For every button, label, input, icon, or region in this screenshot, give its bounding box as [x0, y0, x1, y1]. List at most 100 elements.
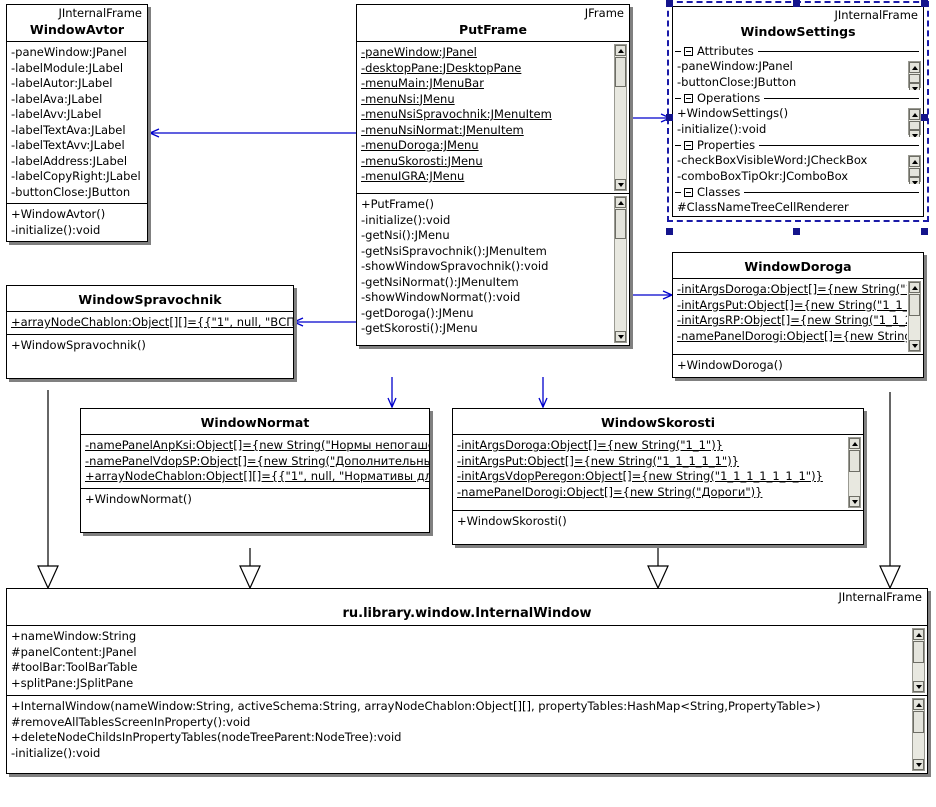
selection-handle-n[interactable]: [793, 0, 800, 7]
attributes-compartment: +arrayNodeChablon:Object[][]={{"1", null…: [7, 311, 293, 334]
collapse-minus-icon[interactable]: [684, 93, 693, 103]
group-scrollbar[interactable]: [908, 108, 921, 137]
scroll-down-icon[interactable]: [909, 130, 920, 137]
member-row: -labelTextAva:JLabel: [11, 122, 126, 137]
attributes-compartment: -initArgsDoroga:Object[]={new String("1_…: [453, 434, 863, 510]
selection-handle-se[interactable]: [921, 228, 928, 235]
member-row: #ClassNameTreeCellRenderer: [677, 200, 849, 214]
member-row: -paneWindow:JPanel: [677, 59, 793, 73]
class-name: WindowSpravochnik: [78, 292, 222, 307]
scrollbar-thumb[interactable]: [909, 168, 920, 177]
scrollbar-thumb[interactable]: [913, 711, 924, 733]
scrollbar-thumb[interactable]: [909, 121, 920, 130]
selection-handle-w[interactable]: [666, 114, 673, 121]
member-row: -initialize():void: [677, 121, 767, 136]
attribute-row: -menuSkorosti:JMenu: [361, 153, 483, 168]
member-row: -labelModule:JLabel: [11, 60, 124, 75]
attributes-scrollbar[interactable]: [912, 628, 925, 693]
group-rule: [757, 50, 919, 52]
operations-compartment: +WindowDoroga(): [673, 354, 923, 377]
scroll-down-icon[interactable]: [849, 496, 860, 507]
member-row: -buttonClose:JButton: [11, 184, 131, 199]
member-row: -showWindowNormat():void: [361, 290, 521, 304]
class-window-skorosti[interactable]: WindowSkorosti -initArgsDoroga:Object[]=…: [452, 408, 864, 545]
collapse-minus-icon[interactable]: [684, 46, 693, 56]
scroll-up-icon[interactable]: [913, 699, 924, 710]
scroll-up-icon[interactable]: [615, 45, 626, 56]
member-row: -labelAutor:JLabel: [11, 76, 113, 90]
class-window-avtor[interactable]: JInternalFrame WindowAvtor -paneWindow:J…: [6, 4, 148, 242]
scroll-up-icon[interactable]: [615, 197, 626, 208]
member-row: -labelAddress:JLabel: [11, 153, 128, 168]
class-window-spravochnik[interactable]: WindowSpravochnik +arrayNodeChablon:Obje…: [6, 285, 294, 379]
selection-handle-sw[interactable]: [666, 228, 673, 235]
scroll-up-icon[interactable]: [909, 156, 920, 167]
group-header-properties[interactable]: Properties: [673, 137, 923, 153]
member-row: #toolBar:ToolBarTable: [11, 660, 138, 674]
group-scrollbar[interactable]: [908, 155, 921, 184]
scroll-down-icon[interactable]: [615, 331, 626, 342]
generalization-windownormat: [239, 548, 261, 590]
class-put-frame[interactable]: JFrame PutFrame -paneWindow:JPanel-deskt…: [356, 4, 630, 346]
scroll-up-icon[interactable]: [849, 438, 860, 449]
group-header-attributes[interactable]: Attributes: [673, 43, 923, 59]
collapse-minus-icon[interactable]: [684, 187, 693, 197]
scrollbar-thumb[interactable]: [913, 641, 924, 663]
group-scrollbar[interactable]: [908, 61, 921, 90]
scrollbar-thumb[interactable]: [909, 74, 920, 83]
attribute-row: -initArgsDoroga:Object[]={new String("1_…: [677, 282, 907, 296]
member-row: -getDoroga():JMenu: [361, 305, 474, 320]
attributes-scrollbar[interactable]: [908, 281, 921, 352]
group-header-classes[interactable]: Classes: [673, 184, 923, 200]
member-row: +deleteNodeChildsInPropertyTables(nodeTr…: [11, 730, 402, 744]
collapse-minus-icon[interactable]: [684, 140, 693, 150]
member-row: +WindowSpravochnik(): [11, 337, 146, 352]
scroll-up-icon[interactable]: [909, 282, 920, 293]
class-internal-window[interactable]: JInternalFrame ru.library.window.Interna…: [6, 588, 928, 774]
selection-handle-ne[interactable]: [921, 0, 928, 7]
attributes-scrollbar[interactable]: [614, 44, 627, 191]
scroll-down-icon[interactable]: [909, 177, 920, 184]
selection-handle-nw[interactable]: [666, 0, 673, 7]
attributes-compartment: -initArgsDoroga:Object[]={new String("1_…: [673, 278, 923, 354]
scroll-up-icon[interactable]: [913, 629, 924, 640]
attribute-row: -menuIGRA:JMenu: [361, 169, 465, 183]
operations-compartment: +WindowAvtor()-initialize():void: [7, 203, 147, 241]
group-label: Classes: [697, 185, 741, 199]
attributes-scrollbar[interactable]: [848, 437, 861, 508]
attribute-row: -menuDoroga:JMenu: [361, 138, 479, 152]
scrollbar-thumb[interactable]: [615, 57, 626, 87]
attributes-compartment: +nameWindow:String#panelContent:JPanel#t…: [7, 625, 927, 695]
member-row: -buttonClose:JButton: [677, 74, 797, 89]
scroll-down-icon[interactable]: [909, 340, 920, 351]
group-body: -checkBoxVisibleWord:JCheckBox-comboBoxT…: [673, 153, 923, 184]
scroll-up-icon[interactable]: [909, 62, 920, 73]
attributes-compartment: -paneWindow:JPanel-desktopPane:JDesktopP…: [357, 41, 629, 193]
operations-scrollbar[interactable]: [614, 196, 627, 343]
attribute-row: -namePanelAnpKsi:Object[]={new String("Н…: [85, 438, 429, 452]
scroll-down-icon[interactable]: [615, 179, 626, 190]
scrollbar-thumb[interactable]: [849, 450, 860, 472]
stereotype-label: JInternalFrame: [58, 6, 142, 20]
scrollbar-thumb[interactable]: [615, 209, 626, 239]
class-window-settings[interactable]: JInternalFrame WindowSettings Attributes…: [667, 1, 929, 222]
scroll-down-icon[interactable]: [913, 681, 924, 692]
member-row: #removeAllTablesScreenInProperty():void: [11, 714, 251, 729]
member-row: +WindowSettings(): [677, 106, 789, 120]
member-row: +WindowNormat(): [85, 491, 192, 506]
selection-handle-e[interactable]: [921, 114, 928, 121]
class-window-normat[interactable]: WindowNormat -namePanelAnpKsi:Object[]={…: [80, 408, 430, 533]
operations-scrollbar[interactable]: [912, 698, 925, 771]
group-header-operations[interactable]: Operations: [673, 90, 923, 106]
member-row: -showWindowSpravochnik():void: [361, 259, 549, 273]
scrollbar-thumb[interactable]: [909, 294, 920, 316]
scroll-up-icon[interactable]: [909, 109, 920, 120]
scroll-down-icon[interactable]: [909, 83, 920, 90]
selection-handle-s[interactable]: [793, 228, 800, 235]
member-row: -labelAvv:JLabel: [11, 107, 102, 121]
class-name: ru.library.window.InternalWindow: [342, 606, 592, 621]
attribute-row: -menuNsiNormat:JMenuItem: [361, 122, 524, 137]
class-window-doroga[interactable]: WindowDoroga -initArgsDoroga:Object[]={n…: [672, 252, 924, 378]
member-row: #panelContent:JPanel: [11, 644, 137, 659]
scroll-down-icon[interactable]: [913, 759, 924, 770]
